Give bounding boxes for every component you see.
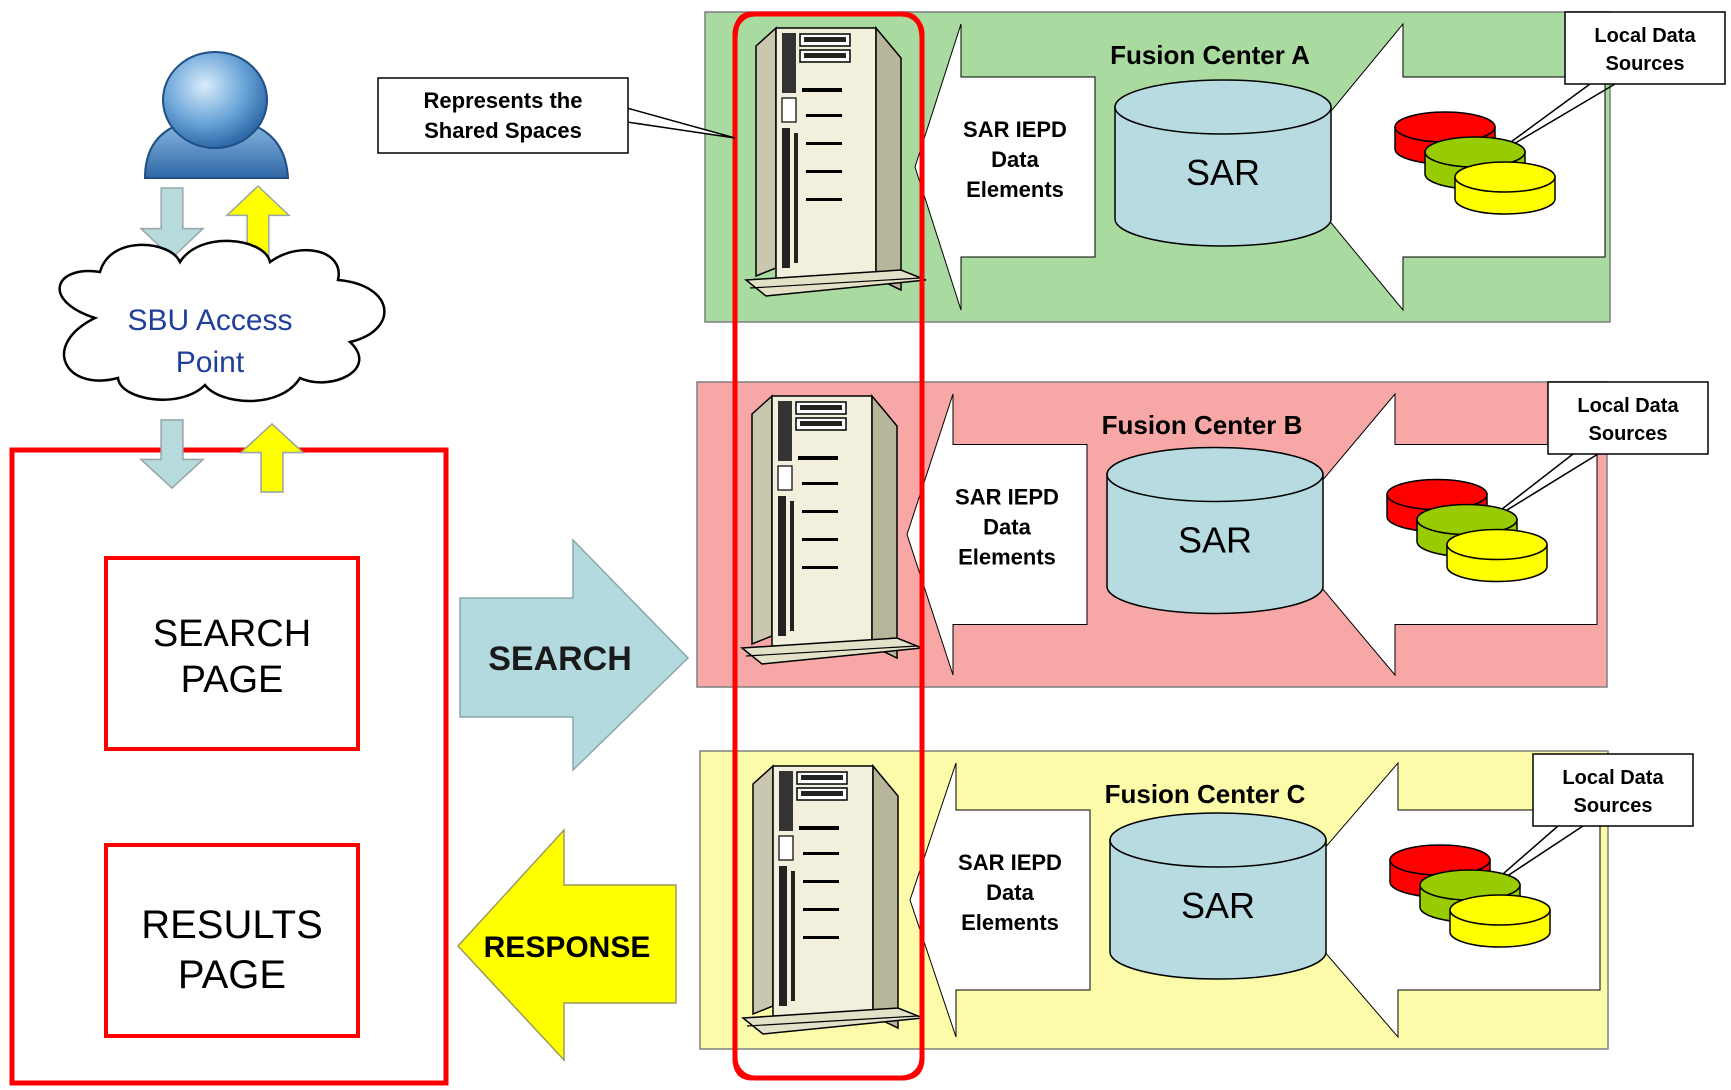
iepd-arrow: [914, 23, 1096, 311]
iepd-arrow: [906, 393, 1088, 676]
local-source-yellow-icon: [1446, 528, 1548, 583]
search-arrow: [459, 538, 690, 772]
cylinder-top: [1454, 161, 1556, 193]
iepd-arrow: [909, 762, 1091, 1038]
cylinder-body: [1114, 106, 1332, 247]
results-page-frame: [104, 843, 360, 1038]
response-flow-label: RESPONSE: [484, 931, 651, 964]
sar-database-icon: [1114, 79, 1332, 247]
results-page-label-line1: RESULTS: [141, 903, 323, 947]
down-arrow-icon: [139, 187, 205, 260]
local-data-label-line2: Sources: [1574, 795, 1653, 817]
results-page-label-line2: PAGE: [178, 953, 286, 997]
sar-database-icon: [1109, 812, 1327, 980]
up-arrow-icon: [239, 422, 305, 493]
local-data-label-line2: Sources: [1589, 423, 1668, 445]
local-data-label-line1: Local Data: [1594, 25, 1696, 47]
local-source-yellow-icon: [1454, 161, 1556, 215]
iepd-label-line3: Elements: [961, 910, 1059, 935]
iepd-label-line1: SAR IEPD: [958, 850, 1062, 875]
shared-spaces-callout-line2: Shared Spaces: [424, 118, 582, 143]
down-arrow-icon: [139, 419, 205, 490]
shared-spaces-outline: [732, 11, 925, 1081]
local-data-callout: [1547, 381, 1709, 455]
person-head: [162, 51, 268, 149]
shared-spaces-callout: [377, 77, 629, 154]
access-point-label-line1: SBU Access: [127, 304, 292, 337]
search-page-frame: [104, 556, 360, 751]
iepd-label-line3: Elements: [958, 545, 1056, 570]
iepd-label-line1: SAR IEPD: [963, 117, 1067, 142]
cylinder-top: [1114, 79, 1332, 135]
iepd-label-line2: Data: [983, 515, 1031, 540]
search-page-box[interactable]: [104, 556, 360, 751]
local-data-callout: [1564, 11, 1726, 85]
sar-database-label: SAR: [1178, 520, 1252, 561]
iepd-label-line2: Data: [986, 880, 1034, 905]
search-page-label-line2: PAGE: [181, 659, 284, 701]
cylinder-top: [1446, 528, 1548, 561]
iepd-label-line1: SAR IEPD: [955, 485, 1059, 510]
server-icon: [741, 395, 923, 665]
search-page-label-line1: SEARCH: [153, 613, 311, 655]
local-data-label-line1: Local Data: [1562, 767, 1664, 789]
response-arrow: [456, 828, 677, 1062]
iepd-label-line2: Data: [991, 147, 1039, 172]
sar-database-icon: [1106, 446, 1324, 615]
fusion-center-title: Fusion Center B: [1102, 410, 1303, 440]
portal-frame: [9, 447, 449, 1086]
sar-database-label: SAR: [1186, 152, 1260, 193]
cylinder-body: [1106, 473, 1324, 615]
server-icon: [745, 27, 927, 297]
local-data-callout: [1532, 753, 1694, 827]
cylinder-top: [1449, 894, 1551, 926]
results-page-box[interactable]: [104, 843, 360, 1038]
sar-database-label: SAR: [1181, 885, 1255, 926]
cylinder-top: [1109, 812, 1327, 868]
local-data-label-line1: Local Data: [1577, 395, 1679, 417]
shared-spaces-callout-line1: Represents the: [424, 88, 583, 113]
fusion-center-title: Fusion Center A: [1110, 40, 1310, 70]
iepd-label-line3: Elements: [966, 177, 1064, 202]
person-icon: [143, 51, 290, 179]
local-source-yellow-icon: [1449, 894, 1551, 948]
local-data-label-line2: Sources: [1606, 53, 1685, 75]
server-icon: [742, 765, 924, 1035]
cloud-icon: [58, 239, 386, 403]
fusion-center-title: Fusion Center C: [1105, 779, 1306, 809]
access-point-label-line2: Point: [176, 346, 245, 379]
cylinder-top: [1106, 446, 1324, 503]
cylinder-body: [1109, 839, 1327, 980]
search-flow-label: SEARCH: [488, 640, 632, 678]
